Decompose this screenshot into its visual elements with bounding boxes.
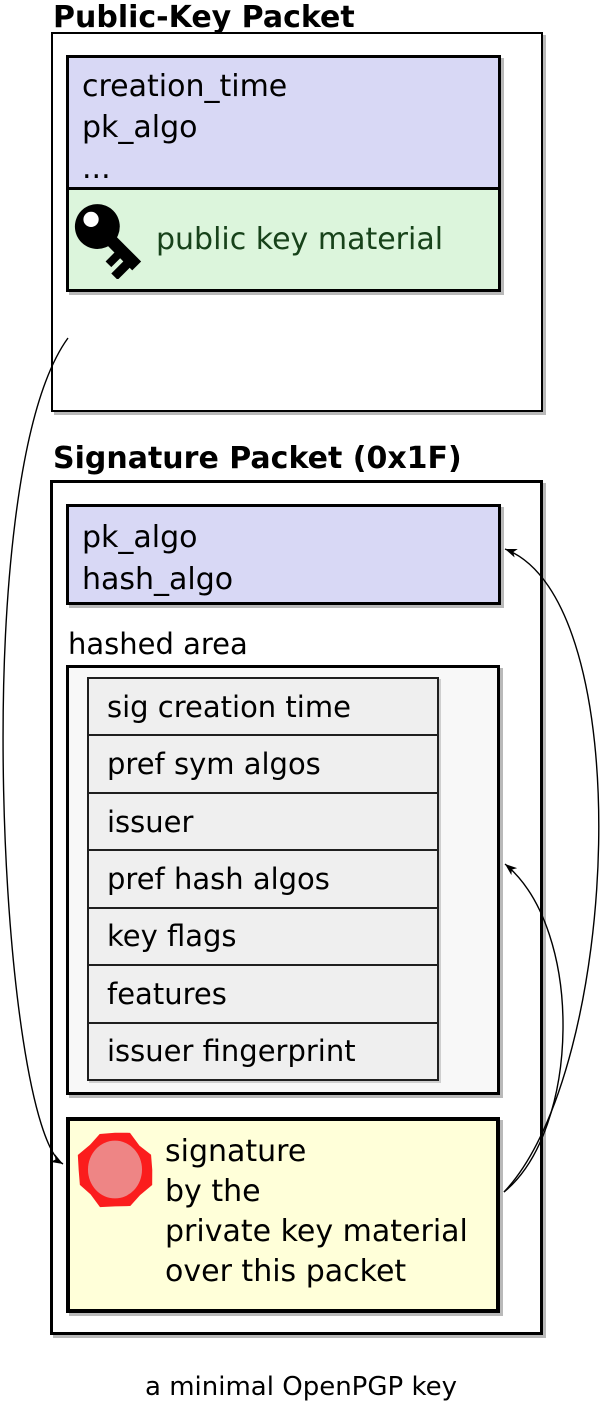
public-key-header-fields: creation_time pk_algo ... [66,55,501,190]
subpacket-row: key flags [89,906,437,964]
public-key-material-label: public key material [156,222,444,257]
subpacket-table: sig creation time pref sym algos issuer … [87,677,439,1081]
diagram-caption: a minimal OpenPGP key [145,1372,457,1402]
signature-line: signature [165,1134,307,1169]
public-key-material-box: public key material [66,187,501,292]
subpacket-row: issuer [89,791,437,849]
subpacket-row: pref sym algos [89,734,437,791]
signature-value-box: signature by the private key material ov… [66,1117,500,1313]
field-hash-algo: hash_algo [82,562,234,597]
signature-line: over this packet [165,1254,407,1289]
field-pk-algo: pk_algo [82,110,198,145]
subpacket-row: features [89,964,437,1021]
field-pk-algo: pk_algo [82,520,198,555]
key-icon [74,203,142,279]
subpacket-row: sig creation time [107,689,351,724]
subpacket-row: pref hash algos [89,849,437,906]
field-ellipsis: ... [82,151,111,186]
signature-line: private key material [165,1214,468,1249]
signature-packet-title: Signature Packet (0x1F) [53,441,462,476]
field-creation-time: creation_time [82,69,288,104]
seal-icon [77,1132,153,1208]
subpacket-row: issuer fingerprint [89,1021,437,1079]
public-key-packet-title: Public-Key Packet [53,0,355,35]
hashed-area-label: hashed area [68,627,248,661]
signature-line: by the [165,1174,261,1209]
signature-algo-fields: pk_algo hash_algo [66,504,501,605]
signature-description: signature by the private key material ov… [165,1132,468,1292]
